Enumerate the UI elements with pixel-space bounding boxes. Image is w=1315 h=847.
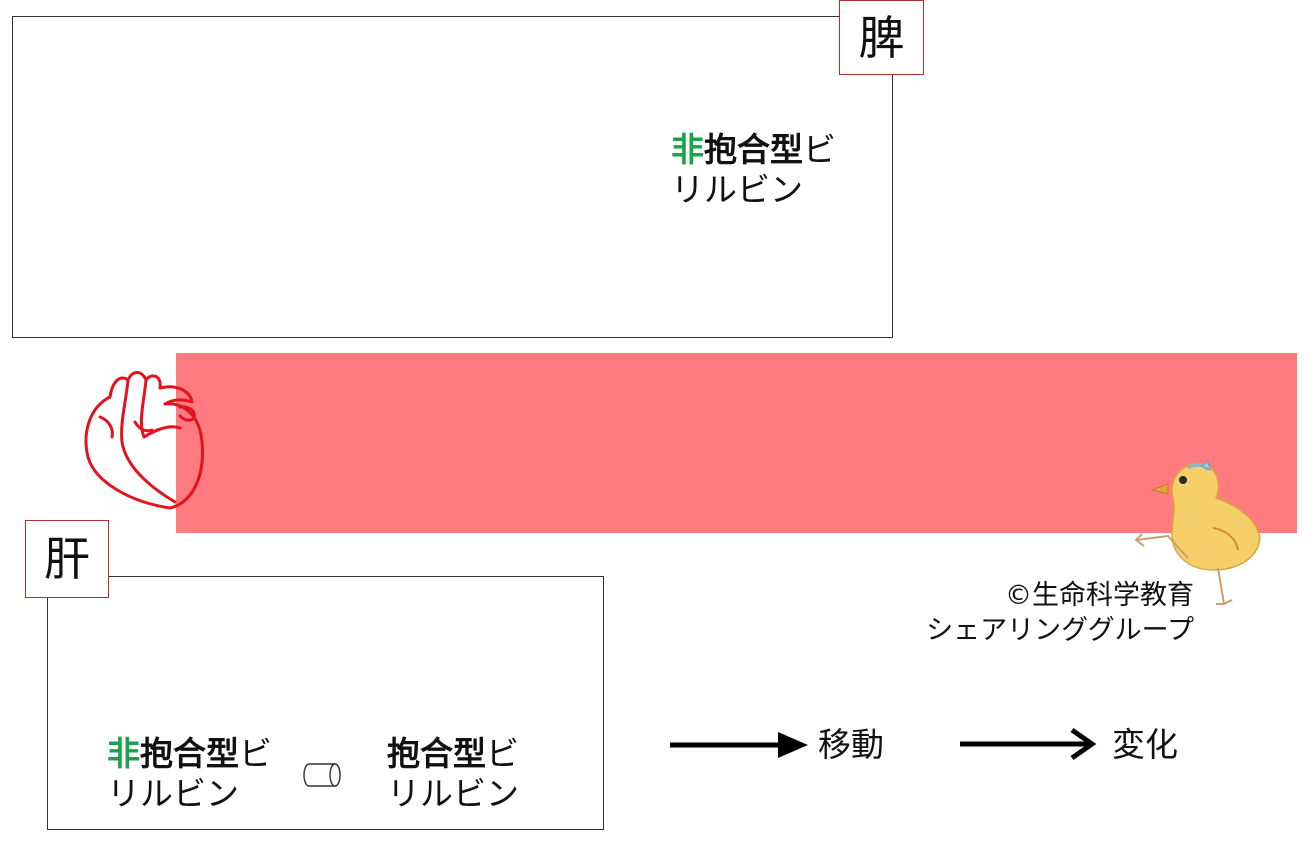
liver-conjugated-bold: 抱合型 <box>387 734 486 773</box>
blood-vessel <box>176 353 1297 533</box>
copyright-text: ©生命科学教育 シェアリンググループ <box>926 578 1194 648</box>
move-arrow-icon <box>670 732 808 758</box>
change-arrow-icon <box>960 727 1097 761</box>
liver-unconjugated-bold: 抱合型 <box>140 734 239 773</box>
copyright-line2: シェアリンググループ <box>926 615 1194 647</box>
spleen-bilirubin-bold: 抱合型 <box>704 130 803 169</box>
spleen-bilirubin-prefix: 非 <box>671 130 704 169</box>
cylinder-icon <box>303 763 341 787</box>
liver-conjugated-label: 抱合型ビ リルビン <box>387 734 519 813</box>
liver-unconjugated-prefix: 非 <box>107 734 140 773</box>
heart-icon <box>84 371 205 510</box>
liver-conjugated-rest: ビ <box>486 734 519 773</box>
liver-box <box>47 576 604 830</box>
spleen-bilirubin-line2: リルビン <box>671 169 803 209</box>
spleen-tag: 脾 <box>839 0 924 75</box>
spleen-bilirubin-label: 非抱合型ビ リルビン <box>671 130 836 209</box>
change-legend-label: 変化 <box>1112 725 1178 764</box>
spleen-bilirubin-rest: ビ <box>803 130 836 169</box>
liver-unconjugated-line2: リルビン <box>107 773 239 813</box>
chick-icon <box>1134 461 1261 605</box>
liver-unconjugated-label: 非抱合型ビ リルビン <box>107 734 272 813</box>
spleen-box <box>12 16 893 338</box>
liver-unconjugated-rest: ビ <box>239 734 272 773</box>
liver-conjugated-line2: リルビン <box>387 773 519 813</box>
move-legend-label: 移動 <box>818 725 884 764</box>
liver-tag: 肝 <box>25 520 109 598</box>
copyright-line1: ©生命科学教育 <box>1005 580 1194 611</box>
